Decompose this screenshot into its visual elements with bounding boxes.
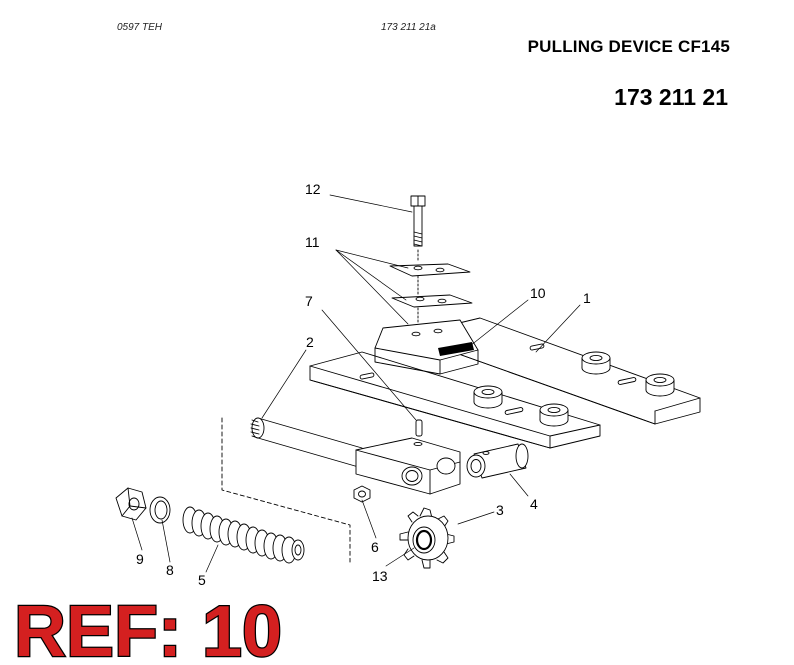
callout-1: 1 (583, 290, 591, 306)
part-4-shaft (466, 443, 529, 479)
callout-5: 5 (198, 572, 206, 588)
drawing-revision-code: 173 211 21a (381, 22, 436, 33)
callout-2: 2 (306, 334, 314, 350)
callout-leaders (131, 194, 581, 573)
part-number: 173 211 21 (614, 84, 728, 110)
callout-8: 8 (166, 562, 174, 578)
drawing-code: 0597 TEH (117, 22, 163, 33)
part-arm-block (355, 437, 461, 495)
part-10-bracket-block (374, 319, 479, 375)
callout-4: 4 (530, 496, 538, 512)
callout-11: 11 (305, 234, 320, 250)
part-5-spring (182, 506, 305, 564)
part-9-hex-nut (115, 487, 147, 521)
reference-label: REF: 10 (14, 592, 282, 665)
part-2-shaft (250, 417, 363, 469)
callout-12: 12 (305, 181, 321, 197)
callout-7: 7 (305, 293, 313, 309)
part-6-nut (353, 485, 371, 503)
part-8-washer (149, 496, 171, 524)
part-12-bolt (410, 195, 426, 263)
callout-10: 10 (530, 285, 546, 301)
part-7-pin (415, 419, 423, 437)
part-11-shims (389, 263, 473, 308)
callout-13: 13 (372, 568, 388, 584)
part-1-frame-plate (424, 317, 701, 425)
reference-stamp: REF: 10 (13, 591, 284, 665)
page-title: PULLING DEVICE CF145 (527, 37, 730, 56)
callout-3: 3 (496, 502, 504, 518)
callout-9: 9 (136, 551, 144, 567)
part-13-sprocket (399, 507, 455, 569)
callout-6: 6 (371, 539, 379, 555)
part-1-base-plate (309, 351, 601, 449)
